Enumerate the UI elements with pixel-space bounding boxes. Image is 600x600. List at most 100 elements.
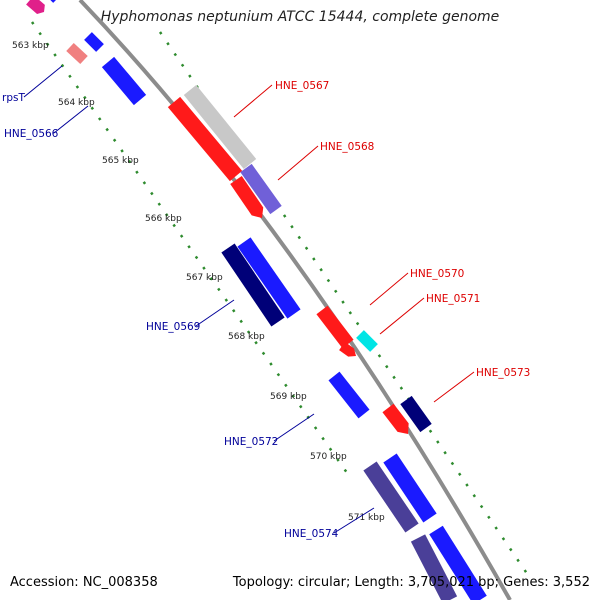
gene-label-HNE_0573[interactable]: HNE_0573	[476, 367, 530, 379]
inner-track-dot	[224, 298, 229, 302]
gene-label-HNE_0568[interactable]: HNE_0568	[320, 141, 374, 153]
gene-label-leader	[233, 84, 273, 118]
gene-arrow-red-short[interactable]	[230, 176, 264, 218]
gene-arrow-blue-pair[interactable]	[237, 237, 301, 319]
inner-track-dot	[142, 181, 147, 185]
genome-title: Hyphomonas neptunium ATCC 15444, complet…	[100, 9, 500, 25]
gene-arrow-HNE_0572[interactable]	[328, 371, 370, 419]
gene-arrow-HNE_0571[interactable]	[356, 330, 378, 352]
inner-track-dot	[97, 117, 102, 121]
gene-label-HNE_0566[interactable]: HNE_0566	[4, 128, 59, 140]
inner-track-dot	[172, 223, 176, 228]
inner-track-dot	[135, 170, 139, 174]
outer-track-dot	[297, 235, 301, 240]
inner-track-dot	[232, 309, 236, 313]
outer-track-dot	[290, 225, 294, 229]
gene-label-HNE_0570[interactable]: HNE_0570	[410, 268, 464, 280]
gene-label-leader	[195, 299, 235, 327]
inner-track-dot	[105, 127, 109, 132]
gene-label-HNE_0572[interactable]: HNE_0572	[224, 436, 278, 448]
gene-arrow-bottom-purple[interactable]	[410, 534, 458, 600]
outer-track-dot	[333, 289, 338, 294]
inner-track-dot	[90, 106, 95, 111]
inner-track-dot	[164, 213, 169, 217]
inner-track-dot	[112, 138, 117, 142]
gene-arrow-HNE_0573[interactable]	[400, 395, 432, 433]
gene-arrow-red-small[interactable]	[339, 341, 356, 357]
inner-track-dot	[187, 245, 191, 249]
inner-track-dot	[179, 234, 184, 238]
gene-label-leader	[53, 105, 89, 134]
gene-arrow-red-long[interactable]	[167, 96, 243, 182]
gene-arrow-HNE_0567[interactable]	[183, 84, 257, 170]
gene-arrow-HNE_0574[interactable]	[363, 461, 419, 533]
genome-backbone	[78, 0, 512, 600]
gene-label-rpsT[interactable]: rpsT	[2, 92, 25, 104]
inner-track-dot	[299, 404, 303, 409]
kbp-tick-label: 571 kbp	[348, 513, 385, 523]
gene-label-HNE_0567[interactable]: HNE_0567	[275, 80, 329, 92]
gene-arrow-HNE_0569[interactable]	[221, 243, 285, 327]
outer-track-dot	[509, 547, 513, 552]
gene-arrow-HNE_0570[interactable]	[316, 305, 354, 349]
gene-arrow-bottom-blue[interactable]	[429, 525, 487, 600]
outer-track-dot	[450, 461, 455, 466]
inner-track-dot	[209, 277, 214, 281]
outer-track-dot	[377, 354, 382, 358]
gene-arrow-HNE_0568[interactable]	[240, 163, 282, 215]
inner-track-dot	[321, 436, 325, 441]
inner-track-dot	[120, 149, 124, 153]
gene-arrow-rpsT[interactable]	[66, 42, 88, 65]
inner-track-dot	[269, 362, 273, 366]
gene-arrow-partial-top-2[interactable]	[49, 0, 59, 3]
gene-label-leader	[433, 371, 475, 403]
inner-track-dot	[194, 255, 199, 260]
inner-track-dot	[328, 447, 333, 452]
inner-track-dot	[254, 340, 258, 345]
kbp-tick-label: 563 kbp	[12, 41, 49, 51]
gene-arrow-partial-top[interactable]	[26, 0, 45, 14]
inner-track-dot	[313, 426, 318, 430]
inner-track-dot	[239, 319, 243, 324]
inner-track-dot	[284, 383, 288, 388]
kbp-tick-label: 566 kbp	[145, 214, 182, 224]
outer-track-dot	[428, 429, 433, 433]
gene-arrow-blue-lower[interactable]	[383, 453, 437, 523]
gene-label-HNE_0571[interactable]: HNE_0571	[426, 293, 480, 305]
outer-track-dot	[385, 364, 389, 369]
accession-text: Accession: NC_008358	[10, 575, 158, 590]
outer-track-dot	[319, 268, 323, 272]
outer-track-dot	[158, 31, 163, 35]
outer-track-dot	[443, 451, 447, 455]
inner-track-dot	[202, 266, 206, 270]
inner-track-dot	[157, 202, 162, 206]
inner-track-dot	[127, 159, 132, 164]
outer-track-dot	[341, 300, 345, 304]
outer-track-dot	[166, 42, 170, 46]
inner-track-dot	[246, 330, 251, 334]
inner-track-dot	[75, 85, 80, 89]
inner-track-dot	[291, 394, 296, 398]
gene-arrow-HNE_0566[interactable]	[101, 56, 147, 106]
inner-track-dot	[30, 21, 35, 25]
outer-track-dot	[282, 214, 287, 218]
gene-label-HNE_0569[interactable]: HNE_0569	[146, 321, 200, 333]
gene-arrow-small-blue[interactable]	[84, 32, 104, 52]
outer-track-dot	[173, 52, 178, 57]
outer-track-dot	[312, 257, 316, 261]
outer-track-dot	[348, 311, 353, 315]
inner-track-dot	[343, 468, 348, 473]
kbp-tick-label: 570 kbp	[310, 452, 347, 462]
outer-track-dot	[457, 472, 462, 477]
inner-track-dot	[276, 372, 281, 377]
outer-track-dot	[355, 321, 360, 326]
gene-label-HNE_0574[interactable]: HNE_0574	[284, 528, 339, 540]
topology-text: Topology: circular; Length: 3,705,021 bp…	[232, 575, 590, 590]
gene-arrow-red-0573[interactable]	[382, 403, 409, 434]
gene-label-leader	[277, 145, 319, 181]
gene-label-leader	[369, 272, 409, 306]
outer-track-dot	[392, 375, 396, 380]
outer-track-dot	[487, 515, 491, 520]
